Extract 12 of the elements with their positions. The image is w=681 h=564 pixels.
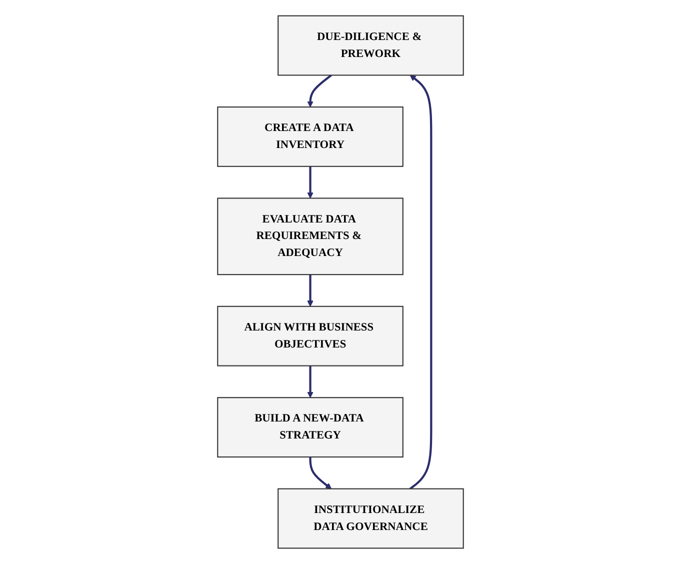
arrow bbox=[307, 166, 314, 198]
node-box: BUILD A NEW-DATA STRATEGY bbox=[217, 397, 404, 458]
arrow bbox=[409, 74, 432, 490]
node-box: ALIGN WITH BUSINESS OBJECTIVES bbox=[217, 306, 404, 366]
node-box: DUE-DILIGENCE & PREWORK bbox=[278, 15, 464, 76]
node-box: CREATE A DATA INVENTORY bbox=[217, 106, 404, 167]
arrow bbox=[309, 456, 332, 490]
node-box: EVALUATE DATA REQUIREMENTS & ADEQUACY bbox=[217, 198, 404, 276]
arrow bbox=[307, 274, 314, 307]
node-box: INSTITUTIONALIZE DATA GOVERNANCE bbox=[278, 488, 464, 549]
arrow bbox=[307, 74, 332, 108]
arrow bbox=[307, 366, 314, 398]
